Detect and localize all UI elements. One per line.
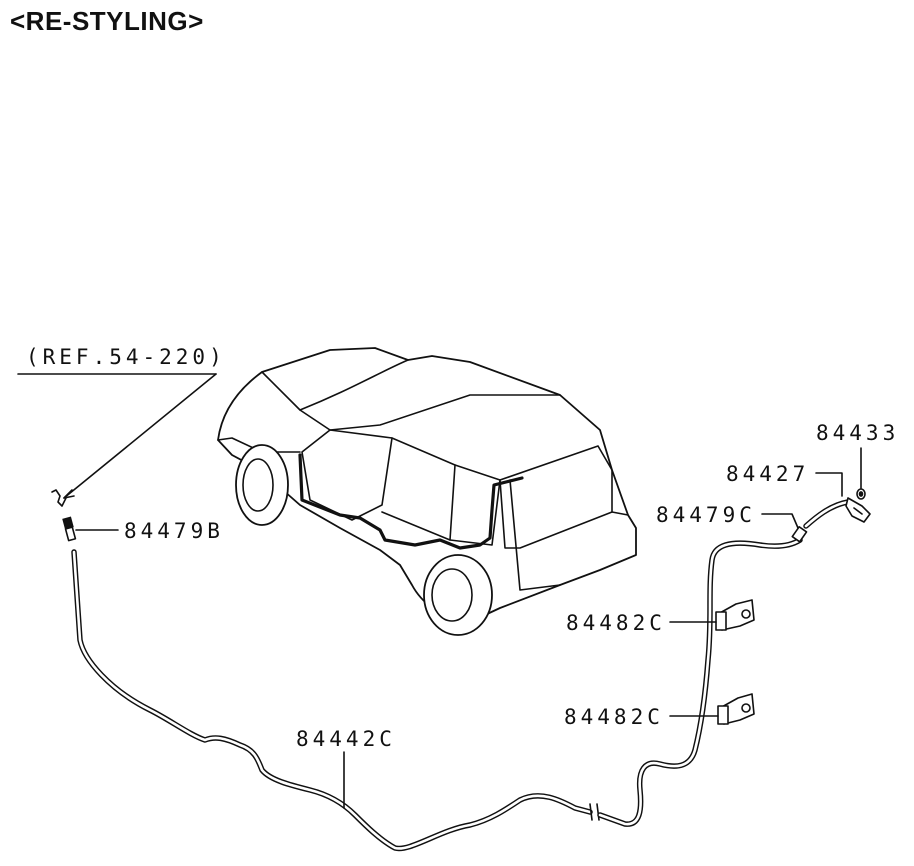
label-84482c-lower: 84482C	[564, 705, 664, 729]
label-84442c: 84442C	[296, 727, 396, 751]
label-84427: 84427	[726, 462, 809, 486]
grommet-84433	[856, 488, 866, 500]
rear-nozzle-84427	[845, 497, 871, 523]
label-84482c-upper: 84482C	[566, 611, 666, 635]
part-labels: 84479B 84442C 84433 84427 84479C 84482C …	[124, 421, 899, 751]
label-84479b: 84479B	[124, 519, 224, 543]
hose-clip-upper	[715, 599, 755, 631]
hose-clip-lower	[717, 693, 755, 725]
rear-wheel	[423, 554, 493, 636]
diagram-title: <RE-STYLING>	[10, 6, 204, 36]
label-84433: 84433	[816, 421, 899, 445]
vehicle-illustration	[217, 347, 637, 636]
label-84479c: 84479C	[656, 503, 756, 527]
front-nozzle-joint	[51, 489, 77, 542]
leader-lines	[75, 447, 862, 809]
reference-label: (REF.54-220)	[26, 345, 226, 369]
reference-annotation: (REF.54-220)	[17, 345, 226, 499]
rear-joint-84479c	[791, 499, 851, 543]
washer-hose	[71, 537, 803, 852]
